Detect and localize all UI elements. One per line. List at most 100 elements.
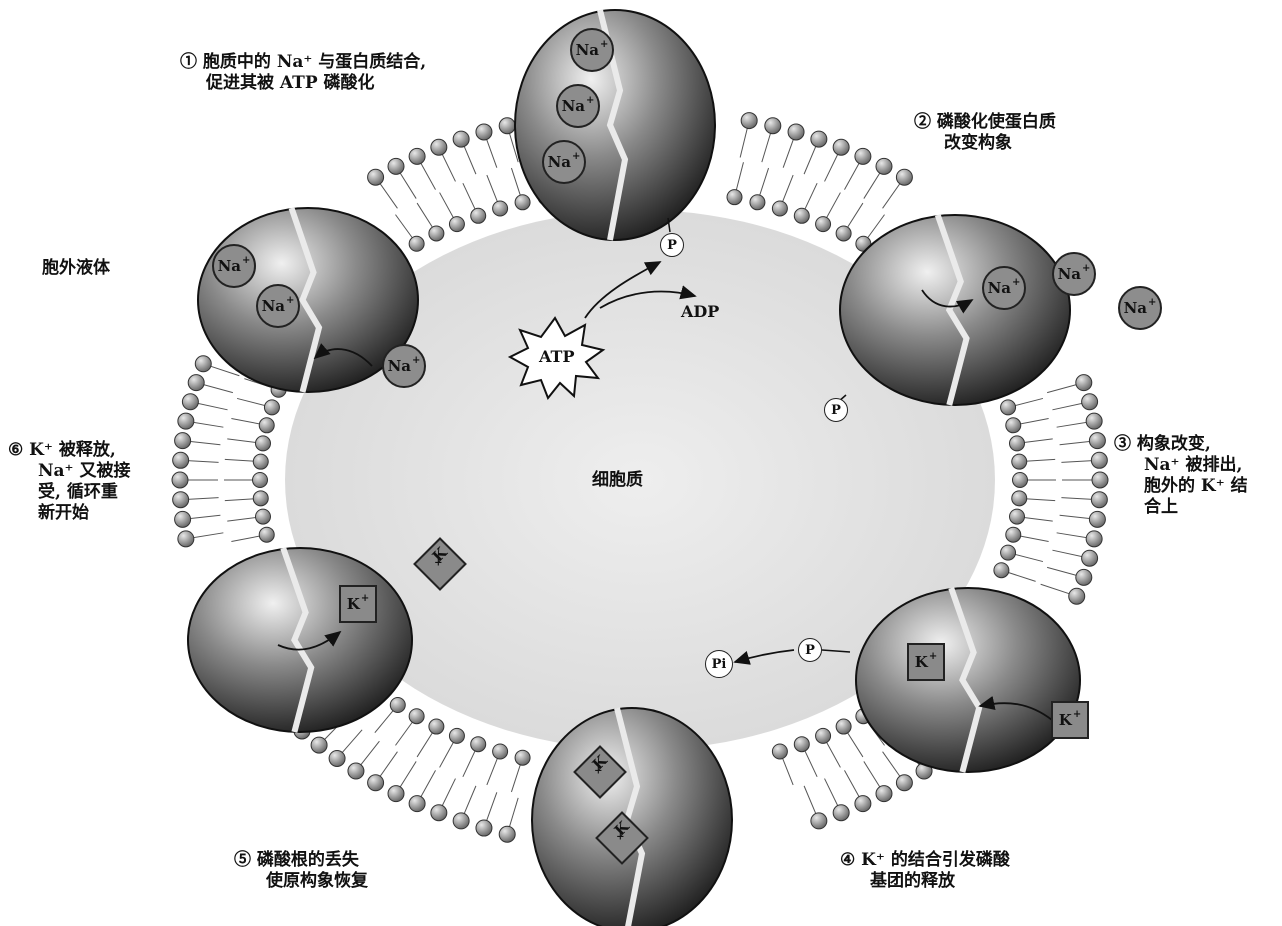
lipid-head-outer (181, 393, 199, 411)
atp-to-adp-arrow (599, 285, 697, 309)
lipid-head-inner (263, 399, 280, 416)
lipid-head-outer (408, 147, 426, 165)
lipid-head-inner (254, 508, 271, 525)
lipid-head-inner (1000, 544, 1017, 561)
lipid-head-inner (258, 526, 275, 543)
lipid-head-inner (1009, 508, 1026, 525)
phosphate-group: P (660, 233, 684, 257)
lipid-head-inner (815, 216, 832, 233)
step2-label: ② 磷酸化使蛋白质改变构象 (914, 112, 1056, 153)
pump-protein-step6 (187, 547, 413, 733)
inorganic-phosphate: Pi (705, 650, 733, 678)
lipid-head-outer (1068, 587, 1086, 605)
lipid-head-outer (1090, 491, 1108, 509)
lipid-head-outer (430, 138, 448, 156)
adp-label: ADP (681, 302, 720, 321)
lipid-head-outer (740, 112, 758, 130)
na-binding-arrow (313, 343, 373, 367)
k-release-arrow (277, 630, 342, 651)
lipid-head-inner (1011, 490, 1028, 507)
lipid-head-inner (793, 736, 810, 753)
lipid-head-outer (854, 147, 872, 165)
lipid-head-outer (895, 168, 913, 186)
lipid-head-outer (187, 374, 205, 392)
lipid-head-inner (492, 200, 509, 217)
pi-release-arrow (733, 649, 795, 665)
step6-label: ⑥ K⁺ 被释放,Na⁺ 又被接受, 循环重新开始 (8, 440, 131, 523)
lipid-head-inner (448, 727, 465, 744)
pump-protein-step5 (531, 707, 733, 926)
lipid-head-outer (1085, 412, 1103, 430)
cytoplasm-label: 细胞质 (592, 470, 643, 490)
lipid-head-inner (492, 743, 509, 760)
lipid-head-outer (875, 785, 893, 803)
protein-cleft (948, 587, 983, 773)
lipid-head-outer (498, 825, 516, 843)
lipid-head-inner (1000, 399, 1017, 416)
na-release-arrow (921, 289, 974, 314)
lipid-head-outer (1081, 393, 1099, 411)
lipid-head-outer (810, 130, 828, 148)
lipid-head-outer (177, 530, 195, 548)
lipid-head-outer (1088, 510, 1106, 528)
na-ion: Na+ (1118, 286, 1162, 330)
lipid-head-outer (1090, 451, 1108, 469)
lipid-head-inner (1009, 435, 1026, 452)
lipid-head-outer (1075, 568, 1093, 586)
na-ion: Na+ (212, 244, 256, 288)
lipid-head-inner (771, 743, 788, 760)
lipid-head-outer (787, 123, 805, 141)
na-ion: Na+ (570, 28, 614, 72)
lipid-head-outer (430, 804, 448, 822)
lipid-head-inner (389, 696, 406, 713)
phosphate-group: P (798, 638, 822, 662)
p-stalk-top (667, 217, 671, 233)
step4-label: ④ K⁺ 的结合引发磷酸基团的释放 (840, 850, 1010, 891)
lipid-head-outer (174, 510, 192, 528)
lipid-head-outer (452, 130, 470, 148)
step5-label: ⑤ 磷酸根的丢失使原构象恢复 (234, 850, 368, 891)
lipid-head-inner (815, 727, 832, 744)
cytoplasm-area (285, 210, 995, 750)
na-ion: Na+ (382, 344, 426, 388)
lipid-head-inner (448, 216, 465, 233)
atp-label: ATP (539, 347, 575, 366)
na-ion: Na+ (1052, 252, 1096, 296)
p-stalk-lower-right (821, 649, 851, 653)
lipid-head-outer (387, 785, 405, 803)
lipid-head-inner (1012, 472, 1028, 488)
extracellular-label: 胞外液体 (42, 258, 110, 278)
lipid-head-inner (771, 200, 788, 217)
na-ion: Na+ (256, 284, 300, 328)
lipid-head-outer (810, 812, 828, 830)
na-ion: Na+ (556, 84, 600, 128)
lipid-head-outer (452, 812, 470, 830)
lipid-head-outer (174, 432, 192, 450)
lipid-head-inner (993, 562, 1010, 579)
k-ion: K+ (907, 643, 945, 681)
lipid-head-inner (408, 235, 425, 252)
lipid-head-outer (498, 117, 516, 135)
step1-label: ① 胞质中的 Na⁺ 与蛋白质结合,促进其被 ATP 磷酸化 (180, 52, 427, 93)
pump-protein-step2 (839, 214, 1071, 406)
lipid-head-outer (832, 804, 850, 822)
atp-starburst (507, 316, 606, 400)
lipid-head-inner (1005, 417, 1022, 434)
lipid-head-outer (1088, 432, 1106, 450)
lipid-head-outer (328, 749, 346, 767)
lipid-head-inner (514, 194, 531, 211)
lipid-head-outer (310, 736, 328, 754)
protein-cleft (288, 207, 323, 393)
na-ion: Na+ (982, 266, 1026, 310)
lipid-head-inner (1011, 453, 1028, 470)
lipid-head-inner (258, 417, 275, 434)
lipid-head-inner (428, 718, 445, 735)
k-binding-arrow (978, 695, 1053, 721)
lipid-head-outer (408, 795, 426, 813)
lipid-head-outer (172, 451, 190, 469)
lipid-head-outer (854, 795, 872, 813)
lipid-head-outer (895, 774, 913, 792)
protein-cleft (280, 547, 315, 733)
lipid-head-inner (252, 453, 269, 470)
